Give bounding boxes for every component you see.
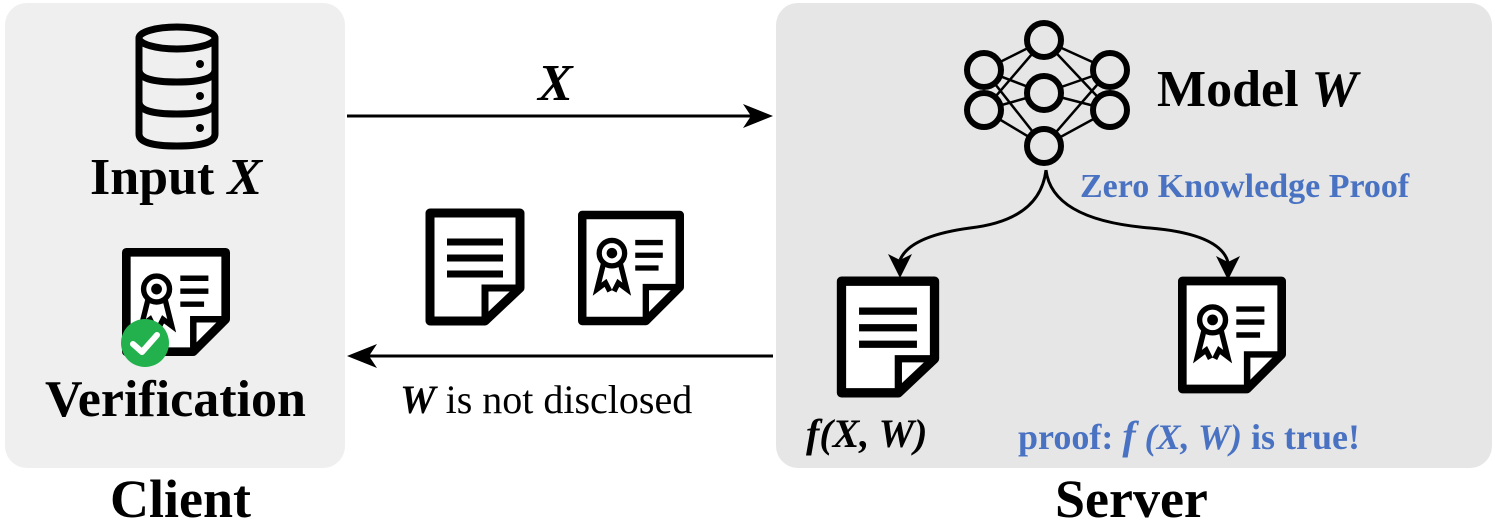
checkmark-icon <box>121 319 169 367</box>
input-var: X <box>227 149 262 206</box>
document-icon <box>425 208 525 326</box>
proof-prefix: proof: <box>1018 417 1114 457</box>
back-arrow-var: W <box>400 377 436 422</box>
model-var: W <box>1311 61 1358 118</box>
back-arrow <box>347 344 773 368</box>
output-label: f(X, W) <box>806 414 928 454</box>
model-label-text: Model <box>1157 61 1299 118</box>
back-arrow-text: is not disclosed <box>445 377 693 422</box>
proof-label: proof: f (X, W) is true! <box>1018 416 1360 456</box>
input-label: Input X <box>90 152 262 204</box>
client-title: Client <box>110 469 251 529</box>
proof-fn: f <box>1122 413 1136 458</box>
forward-arrow <box>347 104 773 128</box>
verification-label: Verification <box>45 371 306 428</box>
back-arrow-label: W is not disclosed <box>400 380 692 420</box>
proof-suffix: is true! <box>1251 417 1360 457</box>
output-fn: f <box>806 411 820 456</box>
zkp-label: Zero Knowledge Proof <box>1080 168 1410 205</box>
proof-args: (X, W) <box>1144 417 1243 457</box>
certificate-icon <box>1178 276 1286 394</box>
branch-arrows <box>888 169 1240 280</box>
certificate-icon <box>578 210 684 326</box>
output-args: (X, W) <box>819 411 928 456</box>
neural-network-icon <box>964 20 1130 166</box>
model-label: Model W <box>1157 64 1358 116</box>
document-icon <box>836 276 940 398</box>
forward-arrow-label: X <box>538 55 573 112</box>
server-title: Server <box>1055 469 1208 529</box>
input-label-text: Input <box>90 149 215 206</box>
database-icon <box>135 23 219 150</box>
